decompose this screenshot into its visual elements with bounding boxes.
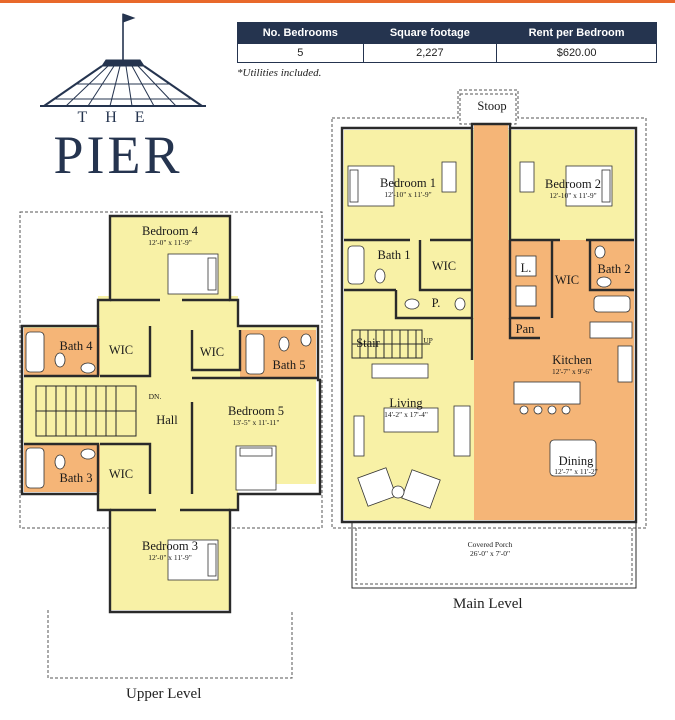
room-label-bath-4: Bath 4 [60, 339, 94, 353]
upper-level-label: Upper Level [126, 686, 202, 702]
room-dim-dining: 12'-7" x 11'-2" [554, 467, 598, 476]
room-label-powder: P. [432, 296, 441, 310]
room-label-kitchen: Kitchen [552, 353, 592, 367]
sofa-icon [353, 363, 471, 509]
stair-label-up: UP [423, 336, 433, 345]
value-rent: $620.00 [496, 43, 657, 63]
room-label-living: Living [389, 396, 423, 410]
room-label-bedroom-5: Bedroom 5 [228, 404, 284, 418]
room-label-bedroom-4: Bedroom 4 [142, 224, 199, 238]
pavilion-icon [40, 13, 206, 107]
toilet-icon [374, 245, 612, 311]
utilities-note: *Utilities included. [237, 67, 322, 79]
room-label-wic-4: WIC [109, 343, 133, 357]
room-label-linen: L. [521, 261, 532, 275]
room-label-covered-porch: Covered Porch [468, 540, 513, 549]
room-dim-living: 14'-2" x 17'-4" [384, 410, 428, 419]
rent-info-table: No. Bedrooms Square footage Rent per Bed… [237, 22, 657, 63]
room-label-hall: Hall [156, 413, 178, 427]
the-pier-logo: THE PIER [40, 13, 206, 185]
main-level-label: Main Level [453, 596, 523, 612]
top-accent-bar [0, 0, 675, 3]
logo-word-the: THE [77, 109, 162, 126]
room-label-pantry: Pan [516, 322, 536, 336]
toilet-icon [54, 333, 312, 470]
room-dim-bedroom-4: 12'-0" x 11'-9" [148, 238, 192, 247]
bed-icon [167, 253, 277, 581]
room-dim-bedroom-2: 12'-10" x 11'-9" [549, 191, 596, 200]
bathtub-icon [347, 245, 631, 313]
logo-word-pier: PIER [53, 125, 182, 185]
stair-label-dn: DN. [149, 392, 162, 401]
room-label-stoop: Stoop [477, 99, 506, 113]
room-label-bath-5: Bath 5 [273, 358, 306, 372]
value-square-footage: 2,227 [362, 43, 498, 63]
room-dim-bedroom-3: 12'-0" x 11'-9" [148, 553, 192, 562]
bed-icon [347, 161, 613, 207]
room-label-wic-5: WIC [200, 345, 224, 359]
room-dim-bedroom-1: 12'-10" x 11'-9" [384, 190, 431, 199]
room-label-bedroom-3: Bedroom 3 [142, 539, 198, 553]
room-label-bath-3: Bath 3 [60, 471, 93, 485]
room-label-bath-1: Bath 1 [378, 248, 411, 262]
room-label-wic-2: WIC [555, 273, 579, 287]
bathtub-icon [25, 331, 265, 489]
room-label-dining: Dining [559, 454, 594, 468]
room-label-bedroom-2: Bedroom 2 [545, 177, 601, 191]
room-label-bath-2: Bath 2 [598, 262, 631, 276]
room-dim-bedroom-5: 13'-5" x 11'-11" [232, 418, 279, 427]
header-square-footage: Square footage [362, 22, 498, 44]
room-label-wic-1: WIC [432, 259, 456, 273]
room-label-stair: Stair [356, 336, 380, 350]
value-bedrooms: 5 [237, 43, 364, 63]
main-level-plan: Stoop Bedroom 1 12'-10" x 11'-9" Bedroom… [331, 89, 647, 589]
room-label-wic-3: WIC [109, 467, 133, 481]
room-label-bedroom-1: Bedroom 1 [380, 176, 436, 190]
kitchen-fixtures-icon [513, 321, 633, 477]
room-dim-kitchen: 12'-7" x 9'-6" [552, 367, 592, 376]
upper-level-plan: Bedroom 4 12'-0" x 11'-9" Bath 4 WIC WIC… [19, 211, 323, 679]
room-dim-covered-porch: 26'-0" x 7'-0" [470, 549, 510, 558]
